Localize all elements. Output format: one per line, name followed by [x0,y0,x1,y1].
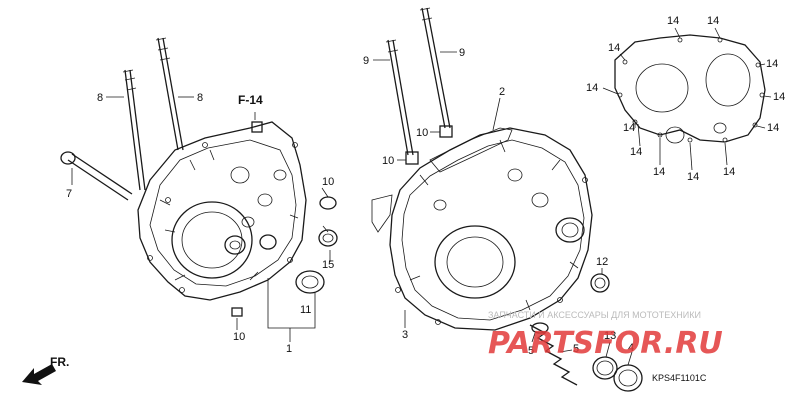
label-5-lower: 5 [528,345,534,357]
label-15: 15 [322,259,334,271]
label-14: 14 [653,166,665,178]
label-9-right: 9 [459,47,465,59]
bolt-7 [60,151,133,201]
label-9-left: 9 [363,55,369,67]
label-14: 14 [667,15,679,27]
label-14: 14 [586,82,598,94]
label-10-upper: 10 [416,127,428,139]
label-4: 4 [628,342,634,354]
callout-labels: 8 8 7 F-14 9 9 2 10 10 10 10 15 11 1 3 1… [66,15,785,357]
label-12: 12 [596,256,608,268]
label-11: 11 [300,304,311,316]
stud-bolts-9 [385,7,451,156]
stud-bolts-8 [122,37,184,191]
crankcase-cover-gasket [614,34,766,144]
label-14: 14 [766,58,778,70]
diagram-code: KPS4F1101C [652,373,707,383]
label-13: 13 [604,330,616,342]
watermark-tagline: ЗАПЧАСТИ И АКСЕССУАРЫ ДЛЯ МОТОТЕХНИКИ [488,310,701,320]
label-2: 2 [499,86,505,98]
label-7: 7 [66,188,72,200]
label-14: 14 [707,15,719,27]
leader-lines [71,51,633,366]
label-10-bottom: 10 [233,331,245,343]
left-small-parts [231,196,338,317]
label-14: 14 [773,91,785,103]
front-arrow-label: FR. [50,355,69,369]
label-10-left-part: 10 [322,176,334,188]
site-watermark: ЗАПЧАСТИ И АКСЕССУАРЫ ДЛЯ МОТОТЕХНИКИ PA… [488,310,723,361]
watermark-brand: PARTSFOR.RU [488,326,723,361]
label-14: 14 [623,122,635,134]
label-10-lower: 10 [382,155,394,167]
front-direction-arrow: FR. [22,355,69,385]
label-14: 14 [608,42,620,54]
left-crankcase-half [137,121,307,301]
label-5-upper: 5 [573,343,579,355]
label-1: 1 [286,343,292,355]
label-14: 14 [687,171,699,183]
right-crankcase-half [371,127,593,331]
gasket-leader-lines [602,27,772,171]
label-14: 14 [767,122,779,134]
label-14: 14 [723,166,735,178]
dowels-10-right [405,125,453,165]
label-8-right: 8 [197,92,203,104]
label-f14-reference: F-14 [238,93,263,107]
label-8-left: 8 [97,92,103,104]
label-3: 3 [402,329,408,341]
label-14: 14 [630,146,642,158]
